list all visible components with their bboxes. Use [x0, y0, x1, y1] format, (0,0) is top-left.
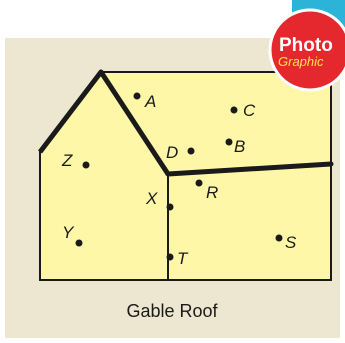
side-wall	[167, 162, 332, 281]
point-X-label: X	[145, 189, 158, 208]
point-R-label: R	[206, 183, 218, 202]
point-R-dot	[195, 179, 203, 187]
point-Y-dot	[75, 239, 83, 247]
point-S-dot	[275, 234, 283, 242]
point-T-label: T	[177, 249, 189, 268]
gable-rake-line	[38, 69, 171, 176]
point-C-label: C	[243, 101, 256, 120]
point-S-label: S	[285, 233, 297, 252]
point-D-dot	[187, 147, 195, 155]
point-T-dot	[166, 253, 174, 261]
point-D-label: D	[166, 143, 178, 162]
badge-line1: Photo	[279, 35, 333, 56]
photographic-badge	[268, 8, 345, 92]
point-A-dot	[133, 92, 141, 100]
point-B-dot	[225, 138, 233, 146]
point-B-label: B	[234, 137, 245, 156]
eave-line	[165, 161, 334, 177]
point-Z-dot	[82, 161, 90, 169]
point-C-dot	[230, 106, 238, 114]
caption: Gable Roof	[126, 301, 218, 321]
point-X-dot	[166, 203, 174, 211]
point-Y-label: Y	[62, 223, 75, 242]
point-A-label: A	[144, 92, 156, 111]
badge-line2: Graphic	[278, 54, 324, 69]
point-Z-label: Z	[61, 151, 73, 170]
